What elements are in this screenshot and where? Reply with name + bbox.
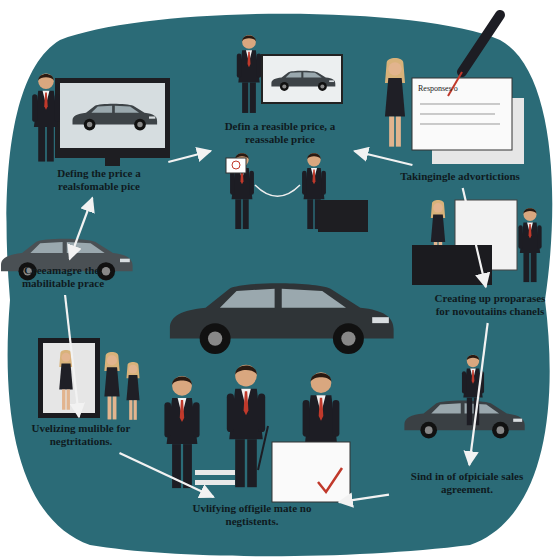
salesman-figure [227,365,265,487]
hand-arm [462,15,500,72]
paper-sheet [412,78,512,150]
monitor-frame [55,78,170,158]
step-caption: Takingingle advortictions [388,170,532,183]
caption-panel: Defin a reasible price, a reassable pric… [200,118,360,148]
flow-arrow [65,295,79,417]
tablet-women-panel [38,338,140,420]
salesman-figure [164,376,199,488]
tablet-panel [237,35,342,113]
monitor-stand [105,158,120,166]
flow-arrow [168,151,210,162]
salesman-figure [518,208,541,282]
central-car [170,283,394,354]
sign-card [226,158,246,173]
step-caption: Sind in of ofpiciale sales agreement. [395,470,539,496]
step-caption: Uvlifying offigile mate no negtistents. [171,502,333,528]
salesman-figure [462,355,484,425]
text-line [420,124,500,125]
flow-arrow [463,188,486,287]
flow-arrow [119,453,213,497]
step-caption: Creeamagre the, mabilitable prace [5,264,121,290]
flow-arrow [339,495,389,502]
caption-panel: Creating up proparases for novoutaiins c… [425,290,555,320]
caption-panel: Defing the price a realsfomable pice [28,165,170,195]
monitor-panel [32,73,170,166]
woman-figure [59,350,73,410]
woman-figure [385,58,405,147]
step-caption: Defing the price a realsfomable pice [31,167,167,193]
agreement-panel [164,365,350,502]
document-heading: Responses o [418,84,508,93]
car-illustration [404,400,524,438]
desk [318,200,368,232]
caption-panel: Creeamagre the, mabilitable prace [2,262,124,292]
caption-panel: Sind in of ofpiciale sales agreement. [392,468,542,498]
step-caption: Uvelizing mulible for negtritations. [15,422,147,448]
flow-arrow [70,198,93,259]
salesman-figure [32,73,60,161]
signing-car-panel [404,355,524,439]
caption-panel: Uvlifying offigile mate no negtistents. [168,500,336,530]
step-caption: Creating up proparases for novoutaiins c… [428,292,552,318]
woman-figure [126,362,139,420]
monitor-screen [60,83,165,148]
document-panel [385,15,524,164]
tablet-frame [38,338,100,418]
salesman-figure [237,35,261,113]
office-panel [412,200,542,285]
step [195,470,235,475]
check-mark [318,468,342,492]
caption-panel: Uvelizing mulible for negtritations. [12,420,150,450]
text-line [420,104,500,105]
sign-mark [232,161,240,169]
handover-panel [226,153,368,232]
desk [412,245,492,285]
tablet [262,55,342,103]
caption-panel: Takingingle advortictions [385,168,535,185]
flow-arrow [469,323,487,465]
step-caption: Defin a reasible price, a reassable pric… [203,120,357,146]
text-line [420,114,495,115]
pen [258,426,268,470]
step [195,480,235,485]
woman-figure [104,352,119,419]
key-cord [255,185,300,196]
car-icon [73,104,158,131]
contract-sheet [272,442,350,502]
flow-arrow [354,151,412,165]
tablet-screen [43,343,95,413]
car-icon [271,71,335,91]
